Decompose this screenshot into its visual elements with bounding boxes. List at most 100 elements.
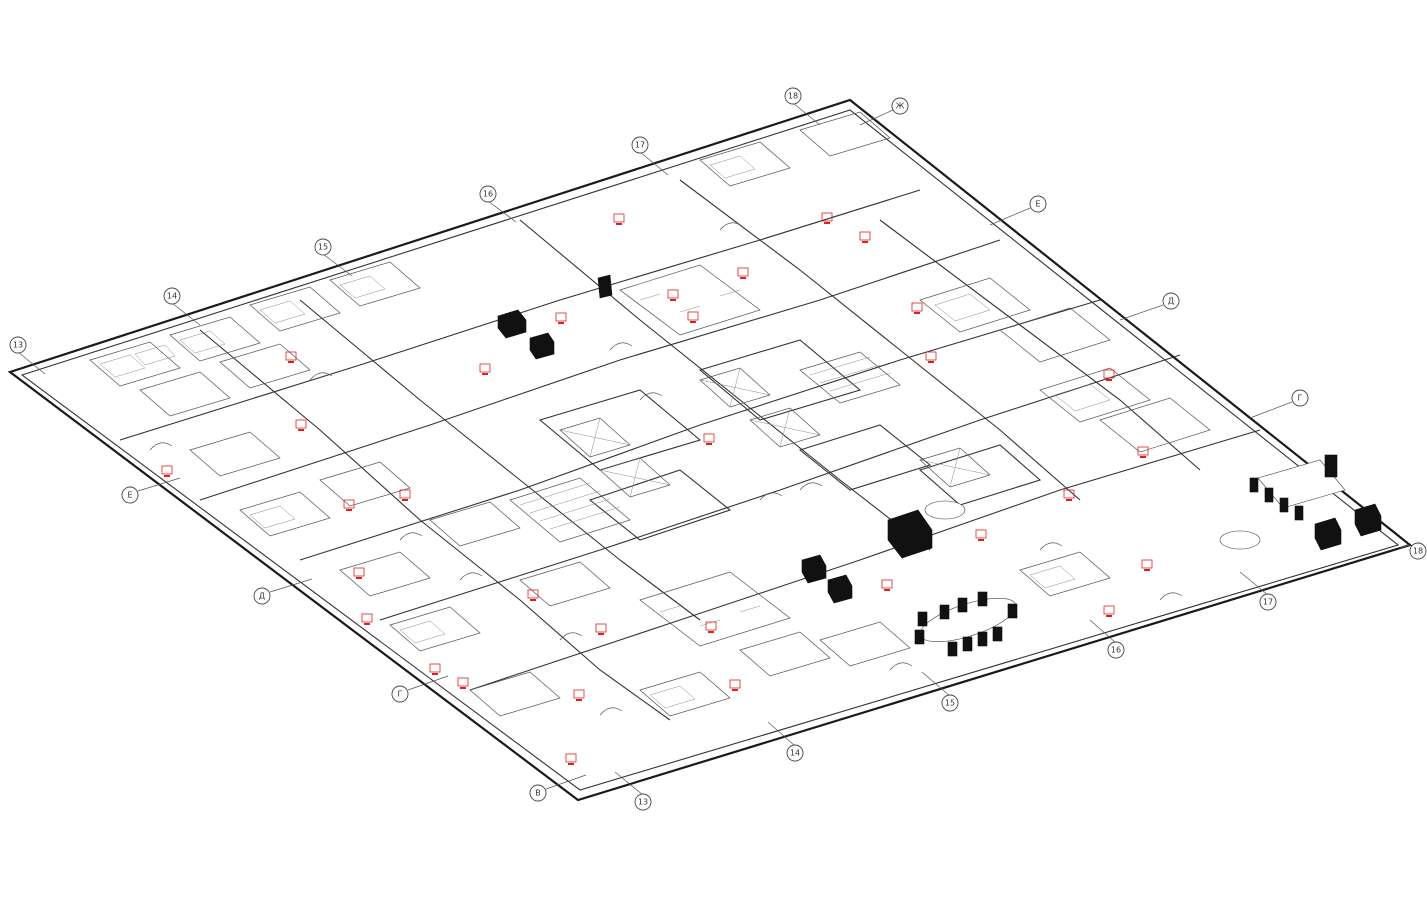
desk-cluster-sw3 (469, 671, 561, 717)
room-tag (687, 311, 699, 323)
grid-bubble: Е (989, 195, 1047, 226)
room-tag (975, 529, 987, 541)
shaft-1 (559, 417, 631, 458)
room-tag (343, 499, 355, 511)
grid-bubble: Г (1249, 389, 1309, 419)
meeting-room-east (1249, 454, 1346, 521)
svg-text:16: 16 (1111, 646, 1121, 655)
room-tag (361, 613, 373, 625)
desk-cluster-w1 (189, 431, 281, 477)
room-tag (429, 663, 441, 675)
lounge-chair-4 (827, 574, 853, 604)
shaft-5 (919, 447, 991, 488)
room-tag (527, 589, 539, 601)
grid-bubble: 13 (9, 336, 46, 375)
svg-text:13: 13 (638, 798, 648, 807)
svg-text:17: 17 (1263, 598, 1273, 607)
desk-cluster-nw4 (329, 261, 421, 307)
desk-cluster-se1 (1019, 551, 1111, 597)
svg-text:15: 15 (318, 243, 328, 252)
room-tag (457, 677, 469, 689)
grid-bubble: 17 (1239, 571, 1277, 611)
armchair-east-2 (1354, 503, 1382, 537)
desk-cluster-c1 (429, 501, 521, 547)
room-tag (613, 213, 625, 225)
svg-text:Г: Г (398, 690, 403, 699)
room-tag (285, 351, 297, 363)
desk-cluster-s3 (819, 621, 911, 667)
desk-cluster-e2 (1099, 397, 1211, 453)
svg-text:13: 13 (13, 341, 23, 350)
desk-cluster-n2 (799, 111, 891, 157)
desk-cluster-c2 (519, 561, 611, 607)
desk-cluster-nw5 (139, 371, 231, 417)
room-tag (161, 465, 173, 477)
room-tag (1137, 446, 1149, 458)
grid-bubble: 14 (767, 721, 804, 762)
grid-bubble: 13 (614, 771, 652, 811)
room-tag (737, 267, 749, 279)
lounge-chair-2 (529, 332, 555, 360)
room-tag (595, 623, 607, 635)
round-table-east (1219, 530, 1261, 550)
svg-text:В: В (535, 789, 541, 798)
grid-axis-markers: 18 Ж 17 16 15 14 13 Е Д Г 18 17 16 15 14… (9, 87, 1427, 811)
grid-bubble: 15 (314, 238, 353, 277)
room-tag (925, 351, 937, 363)
room-tag (703, 433, 715, 445)
svg-text:Г: Г (1298, 394, 1303, 403)
desk-cluster-n1 (699, 141, 791, 187)
room-tag (565, 753, 577, 765)
room-tag (881, 579, 893, 591)
room-tag (859, 231, 871, 243)
desk-cluster-e1 (1039, 367, 1151, 423)
room-tag (667, 289, 679, 301)
svg-text:15: 15 (945, 699, 955, 708)
svg-text:18: 18 (1413, 547, 1423, 556)
desk-cluster-ne2 (999, 307, 1111, 363)
building-outline (7, 98, 1413, 802)
desk-cluster-nw2 (169, 316, 261, 362)
desk-cluster-w2 (239, 491, 331, 537)
svg-text:18: 18 (788, 92, 798, 101)
svg-text:14: 14 (167, 292, 177, 301)
door-swings (149, 222, 1183, 716)
grid-bubble: 16 (479, 185, 517, 223)
stair-cores (509, 351, 991, 543)
round-table-centre (924, 500, 966, 520)
desk-cluster-s1 (639, 671, 731, 717)
reception-desk (887, 509, 933, 559)
svg-text:Е: Е (127, 491, 132, 500)
desk-cluster-w3 (319, 461, 411, 507)
shaft-3 (699, 367, 771, 408)
desk-cluster-sw1 (339, 551, 431, 597)
room-tag (295, 419, 307, 431)
room-tag (1141, 559, 1153, 571)
grid-bubble: 16 (1089, 619, 1125, 659)
lounge-chair-1 (497, 309, 527, 339)
room-tag (821, 212, 833, 224)
room-tag (573, 689, 585, 701)
grid-bubble: 18 (1399, 542, 1427, 560)
wc-north (619, 264, 761, 336)
stair-1 (509, 477, 631, 543)
room-tag (729, 679, 741, 691)
grid-bubble: Г (391, 675, 449, 703)
desk-cluster-nw1 (89, 341, 181, 387)
svg-text:17: 17 (635, 141, 645, 150)
desk-cluster-sw2 (389, 606, 481, 652)
room-tag (911, 302, 923, 314)
shaft-2 (599, 457, 671, 498)
grid-bubble: 14 (163, 287, 201, 326)
svg-text:16: 16 (483, 190, 493, 199)
svg-text:Ж: Ж (896, 102, 905, 111)
svg-text:14: 14 (790, 749, 800, 758)
grid-bubble: 18 (784, 87, 821, 126)
room-tags (161, 212, 1153, 765)
grid-bubble: Д (253, 578, 313, 605)
lounge-chair-3 (801, 554, 827, 584)
room-tag (555, 312, 567, 324)
room-tag (1063, 489, 1075, 501)
grid-bubble: Ж (859, 97, 909, 126)
